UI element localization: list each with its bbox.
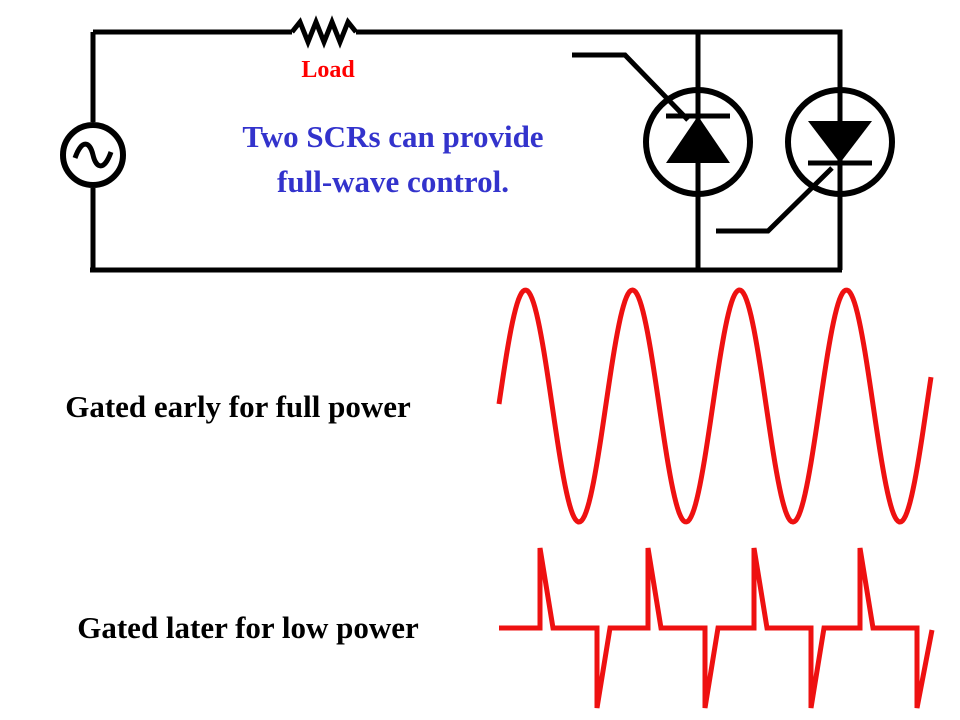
load-resistor-icon [290, 15, 358, 49]
ac-source-icon [60, 122, 126, 188]
load-label: Load [301, 57, 355, 83]
caption-line-2: full-wave control. [277, 164, 509, 199]
label-early: Gated early for full power [65, 389, 411, 424]
caption-line-1: Two SCRs can provide [242, 119, 543, 154]
scr-forward-icon [572, 52, 753, 197]
scr-reverse-icon [716, 87, 895, 234]
waveform-full-power [496, 287, 934, 525]
waveform-low-power [499, 547, 935, 709]
label-late: Gated later for low power [77, 610, 419, 645]
